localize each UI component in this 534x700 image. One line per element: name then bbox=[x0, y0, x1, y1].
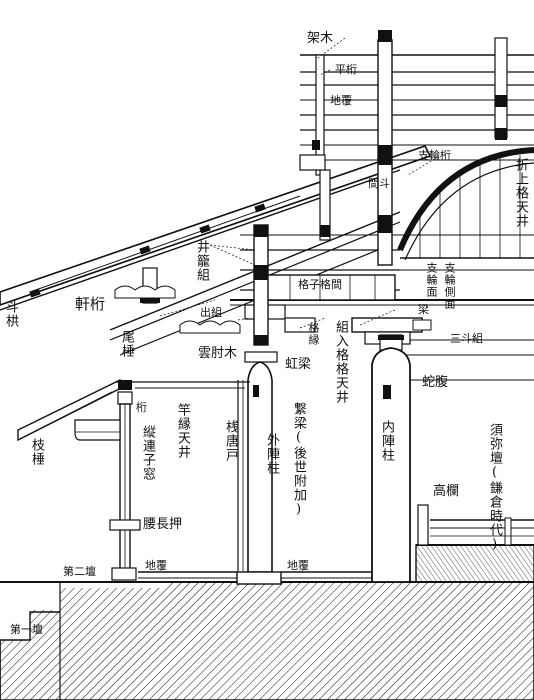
label-jifuku-upper: 地覆 bbox=[330, 94, 352, 107]
label-tsunawaka: 支輪桁 bbox=[418, 149, 451, 162]
label-kumo-hijiki: 雲肘木 bbox=[198, 346, 238, 361]
label-tsunagibari: 繋梁(後世附加) bbox=[291, 402, 306, 518]
label-jifuku-lower-mid: 地覆 bbox=[287, 559, 309, 572]
label-hashi: 桁 bbox=[136, 401, 147, 414]
upper-truss bbox=[230, 30, 534, 381]
label-koshinageshi: 腰長押 bbox=[143, 517, 183, 532]
label-ichinodan: 第一壇 bbox=[10, 623, 43, 636]
gejin-pillar bbox=[236, 224, 282, 585]
label-mitesaki: 三斗組 bbox=[450, 332, 483, 345]
label-shumidan: 須弥壇(鎌倉時代) bbox=[487, 423, 502, 553]
label-koran: 高欄 bbox=[433, 484, 460, 499]
label-tokyo: 斗栱 bbox=[3, 300, 18, 328]
ground-platform bbox=[0, 581, 534, 700]
label-tsuri: 蛇腹 bbox=[422, 375, 449, 390]
label-hari: 梁 bbox=[418, 303, 429, 316]
label-odaruki: 尾棰 bbox=[119, 330, 134, 358]
label-gejinbashira: 外陣柱 bbox=[264, 433, 279, 475]
naijin-pillar bbox=[371, 334, 411, 583]
label-kobanabasho: 格子格間 bbox=[298, 278, 342, 291]
label-mabashira: 間斗 bbox=[368, 177, 390, 190]
lattice-ceiling bbox=[264, 274, 396, 301]
label-nokigeta: 軒桁 bbox=[75, 295, 106, 313]
label-hirakuwa: 平桁 bbox=[335, 63, 357, 76]
label-jifuku-lower-left: 地覆 bbox=[145, 559, 167, 572]
label-naijinbashira: 内陣柱 bbox=[379, 420, 394, 462]
label-ninodan: 第二壇 bbox=[63, 565, 96, 578]
label-hakido: 桟唐戸 bbox=[223, 420, 238, 462]
label-tsunawa-men: 支輪側面 bbox=[443, 262, 456, 310]
veranda bbox=[17, 379, 372, 581]
label-koshi: 格縁 bbox=[307, 322, 320, 346]
label-hamauchi: 虹梁 bbox=[285, 357, 312, 372]
label-demutsu: 出組 bbox=[200, 306, 222, 319]
leader-lines bbox=[159, 37, 506, 329]
label-sashikomi: 竿縁天井 bbox=[175, 403, 190, 459]
label-edarui: 枝棰 bbox=[29, 438, 44, 466]
label-shiyonetsu: 支輪面 bbox=[425, 262, 438, 298]
label-ido-ukami: 井籠組 bbox=[194, 240, 209, 282]
label-renjimado: 縦連子窓 bbox=[140, 425, 155, 481]
oritenjo-arch bbox=[397, 147, 534, 271]
label-kumitenjo: 組入格格天井 bbox=[333, 320, 348, 404]
shumidan-platform bbox=[415, 504, 534, 583]
label-kagi: 架木 bbox=[307, 31, 334, 46]
label-oritenjo: 折上格天井 bbox=[513, 158, 528, 228]
